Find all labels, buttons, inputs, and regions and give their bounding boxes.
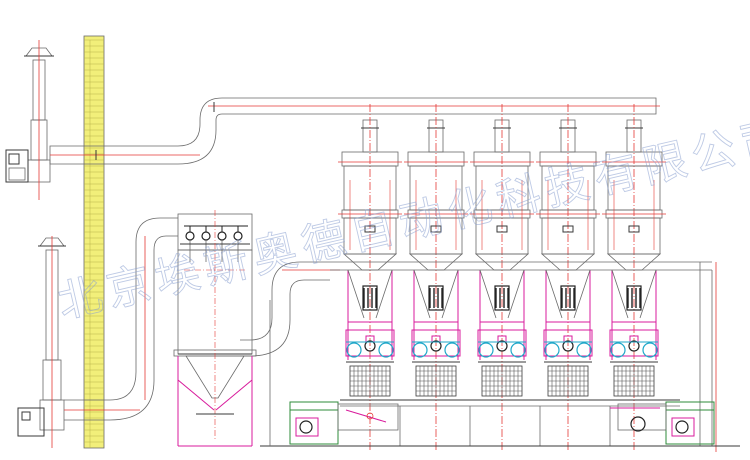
lower-exhaust-duct xyxy=(64,217,340,421)
drive-motor-left xyxy=(478,342,494,358)
furnace-unit xyxy=(470,104,534,452)
brick-chimney xyxy=(83,35,105,449)
drive-motor-left xyxy=(544,342,560,358)
dust-collector xyxy=(173,210,257,447)
filter-bag-cap xyxy=(217,231,227,241)
drive-motor-left xyxy=(412,342,428,358)
drive-motor-right xyxy=(378,342,394,358)
furnace-unit xyxy=(338,104,402,452)
company-watermark: 北京埃斯奥德自动化科技有限公司 xyxy=(53,111,750,327)
drive-motor-right xyxy=(510,342,526,358)
unloading-conveyor-right xyxy=(610,401,715,445)
drive-motor-right xyxy=(444,342,460,358)
drive-motor-right xyxy=(576,342,592,358)
furnace-unit xyxy=(602,104,666,452)
upper-exhaust-duct xyxy=(49,97,660,165)
loading-conveyor-left xyxy=(289,401,399,445)
drive-motor-right xyxy=(642,342,658,358)
furnace-units xyxy=(338,104,666,452)
drive-motor-left xyxy=(346,342,362,358)
drive-motor-left xyxy=(610,342,626,358)
filter-bag-cap xyxy=(185,231,195,241)
support-structure xyxy=(260,261,740,452)
upper-exhaust-stack xyxy=(5,40,54,200)
lower-exhaust-stack xyxy=(17,236,66,448)
filter-bag-cap xyxy=(201,231,211,241)
furnace-unit xyxy=(536,104,600,452)
